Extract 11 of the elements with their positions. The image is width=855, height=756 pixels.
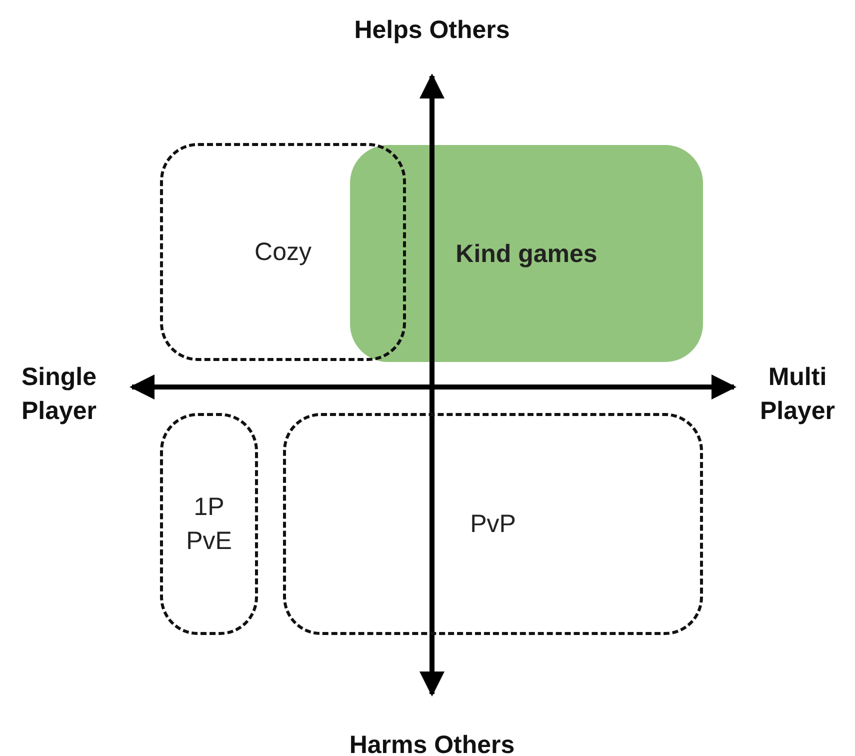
category-label: Cozy — [254, 237, 312, 268]
category-label: Kind games — [456, 238, 598, 270]
category-label: PvP — [470, 509, 516, 540]
axis-label: Helps Others — [353, 15, 511, 46]
axis-label: Harms Others — [348, 730, 516, 756]
axis-label: Single Player — [20, 362, 98, 427]
category-box — [160, 413, 258, 635]
category-label: 1P PvE — [185, 492, 233, 557]
highlight-box — [350, 145, 703, 362]
category-box — [283, 413, 703, 635]
axis-label: Multi Player — [758, 362, 836, 427]
